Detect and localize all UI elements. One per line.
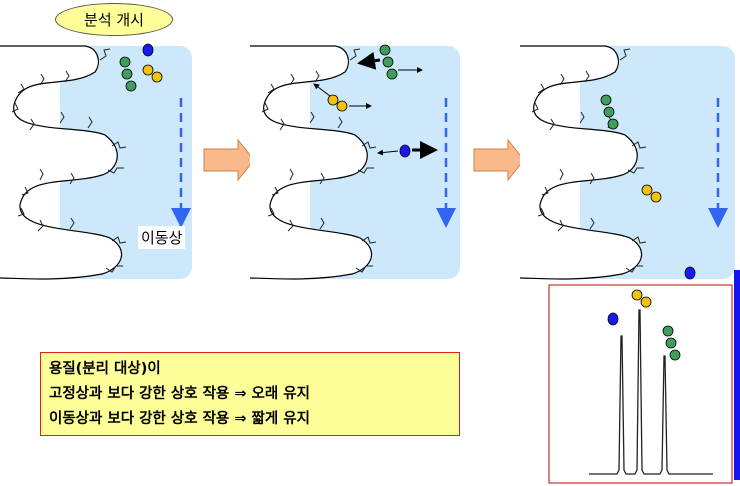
blue-solute xyxy=(399,144,411,158)
mobile-phase-region xyxy=(310,46,460,279)
mobile-phase-region xyxy=(60,46,192,279)
step-arrow-2 xyxy=(473,138,525,182)
yellow-solute xyxy=(641,184,662,203)
green-solute xyxy=(662,325,681,361)
blue-solute xyxy=(684,266,696,280)
column-panel-1 xyxy=(0,43,192,280)
green-solute xyxy=(379,44,398,80)
yellow-solute xyxy=(142,64,163,83)
interaction-arrow xyxy=(357,51,381,70)
column-panel-2 xyxy=(249,44,460,280)
yellow-solute xyxy=(327,94,348,112)
start-analysis-label: 분석 개시 xyxy=(55,3,173,36)
note-line-3: 이동상과 보다 강한 상호 작용 ⇒ 짧게 유지 xyxy=(49,411,310,427)
detector-bar xyxy=(734,270,740,480)
note-line-2: 고정상과 보다 강한 상호 작용 ⇒ 오래 유지 xyxy=(49,386,310,402)
mobile-phase-region xyxy=(580,46,735,279)
start-analysis-text: 분석 개시 xyxy=(84,11,144,29)
mobile-phase-label: 이동상 xyxy=(138,226,186,249)
blue-solute xyxy=(142,43,154,57)
step-arrow-1 xyxy=(203,138,255,182)
explanation-box: 용질(분리 대상)이 고정상과 보다 강한 상호 작용 ⇒ 오래 유지 이동상과… xyxy=(40,352,460,436)
chromatogram-trace xyxy=(589,309,713,475)
note-line-1: 용질(분리 대상)이 xyxy=(49,361,161,377)
green-solute xyxy=(600,94,619,130)
blue-solute xyxy=(607,312,619,326)
yellow-solute xyxy=(631,289,652,308)
chromatogram xyxy=(548,284,733,484)
interaction-arrow xyxy=(313,83,331,97)
column-panel-3 xyxy=(519,45,735,280)
interaction-arrow xyxy=(377,149,399,156)
green-solute xyxy=(119,56,137,92)
